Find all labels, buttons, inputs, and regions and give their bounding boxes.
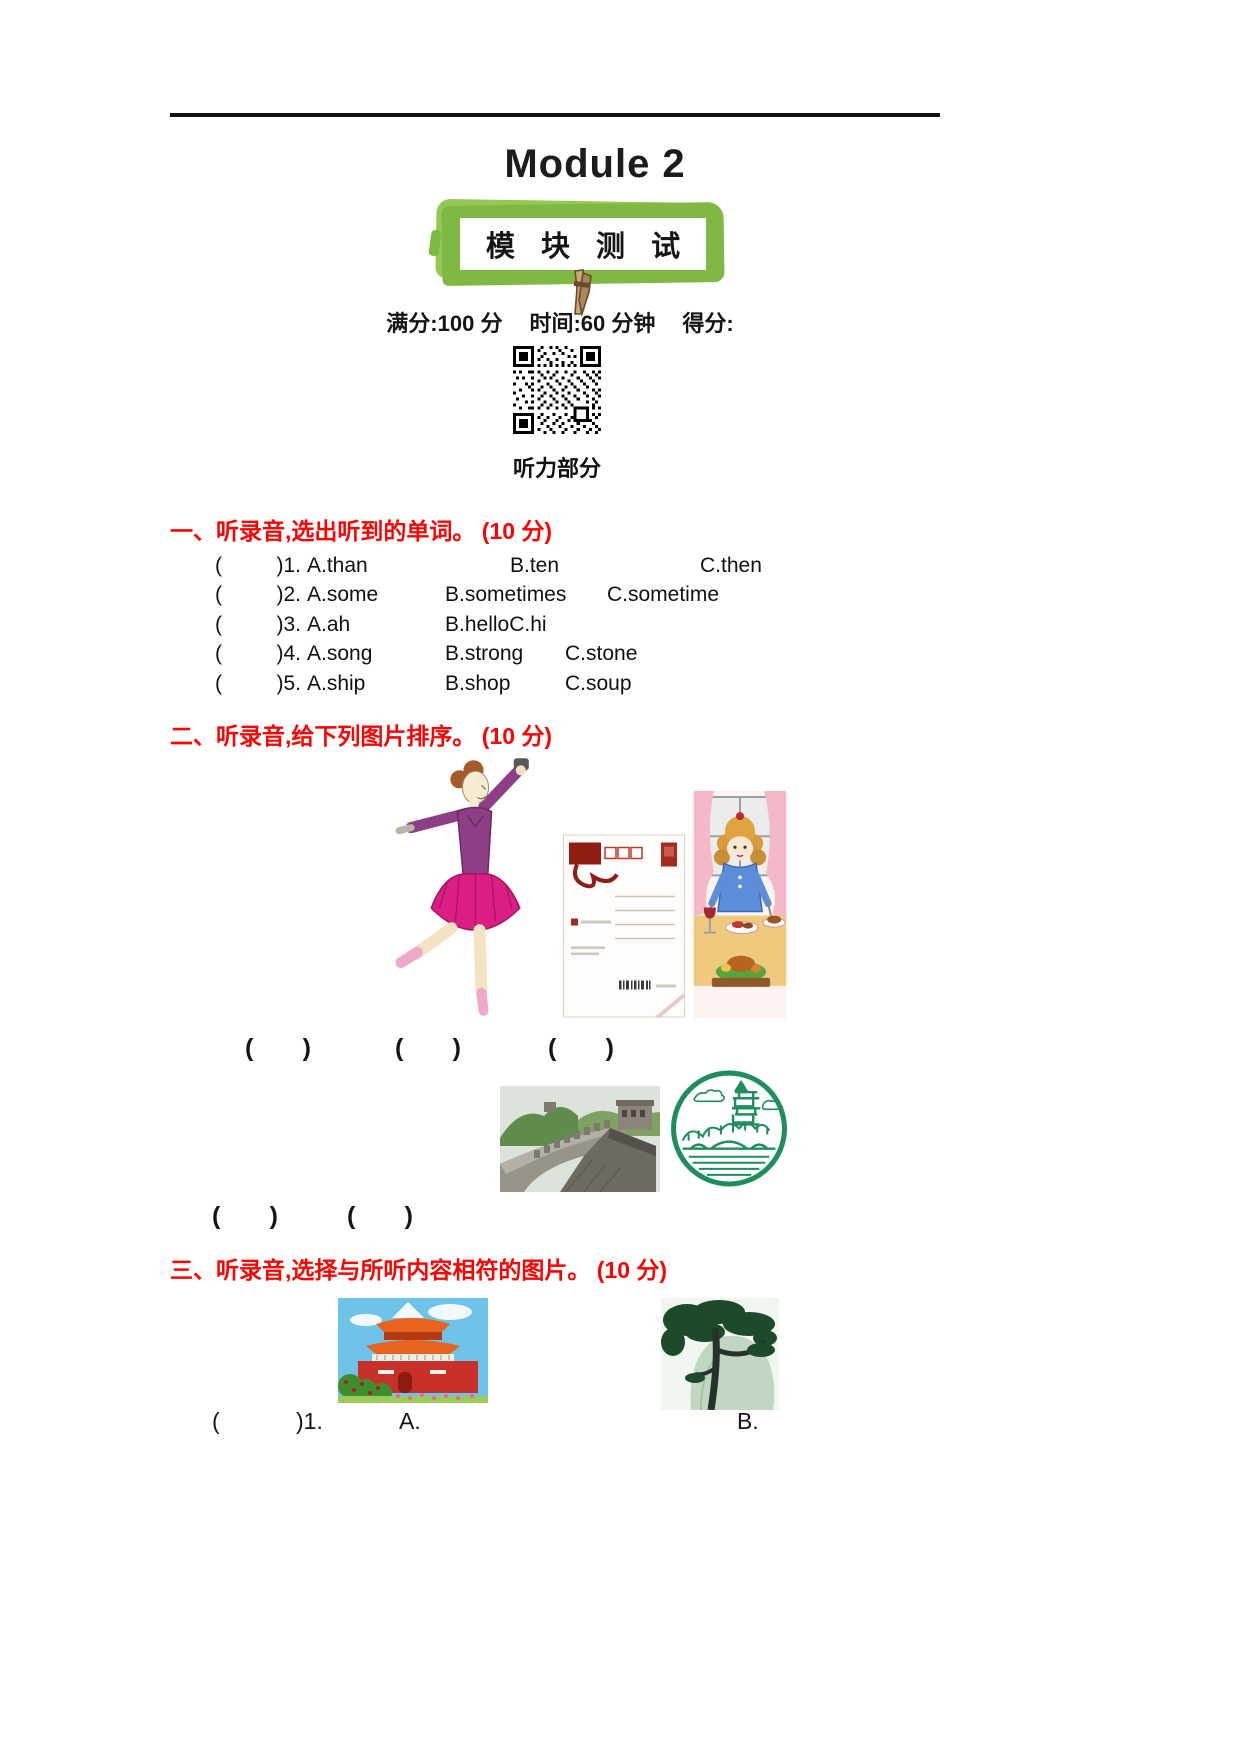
green-city-emblem-image	[671, 1070, 787, 1187]
top-divider	[170, 113, 940, 117]
banner-label: 模 块 测 试	[485, 231, 690, 263]
question-number: )4.	[276, 642, 301, 666]
option-b: B.ten	[510, 553, 560, 577]
option-a: A.some	[307, 583, 379, 607]
girl-eating-dinner-image	[693, 791, 787, 1018]
order-blank-2: ()	[395, 1034, 461, 1062]
answer-blank: (	[215, 553, 222, 577]
section-two-heading: 二、听录音,给下列图片排序。 (10 分)	[170, 723, 553, 749]
option-c: C.stone	[565, 642, 638, 666]
option-a: A.ship	[307, 671, 366, 695]
section-three-heading: 三、听录音,选择与所听内容相符的图片。 (10 分)	[170, 1257, 668, 1283]
option-a-label: A.	[399, 1408, 421, 1434]
question-number: )3.	[276, 612, 301, 636]
answer-blank: (	[215, 671, 222, 695]
clothespin-icon	[573, 269, 592, 318]
banner-inner-frame: 模 块 测 试	[458, 216, 708, 272]
answer-blank: (	[215, 642, 222, 666]
option-a: A.song	[307, 642, 373, 666]
postcard-image	[563, 834, 685, 1018]
great-wall-image	[500, 1086, 660, 1192]
question-row-1: ( )1. A.than B.ten C.then	[215, 551, 835, 581]
order-blank-5: ()	[347, 1202, 413, 1230]
question-row-2: ( )2. A.some B.sometimes C.sometime	[215, 581, 835, 611]
option-a: A.ah	[307, 612, 351, 636]
option-b: B.strong	[445, 642, 524, 666]
full-score-label: 满分:100 分	[386, 311, 503, 336]
question-number: )2.	[276, 583, 301, 607]
page-title: Module 2	[504, 142, 686, 186]
listening-part-title: 听力部分	[512, 456, 601, 481]
option-c: C.sometime	[607, 583, 720, 607]
order-blank-3: ()	[548, 1034, 614, 1062]
qr-code	[513, 346, 601, 434]
question-row-5: ( )5. A.ship B.shop C.soup	[215, 669, 835, 699]
exam-meta: 满分:100 分 时间:60 分钟 得分:	[170, 306, 950, 338]
module-test-banner: 模 块 测 试	[428, 198, 725, 286]
score-label: 得分:	[682, 311, 734, 336]
option-c: C.soup	[565, 671, 632, 695]
question-row-4: ( )4. A.song B.strong C.stone	[215, 640, 835, 670]
option-c: C.then	[700, 553, 762, 577]
question-number: )1.	[296, 1408, 323, 1434]
answer-blank-open: (	[212, 1408, 220, 1434]
option-b: B.sometimes	[445, 583, 567, 607]
answer-blank: (	[215, 583, 222, 607]
question-row-3: ( )3. A.ah B.helloC.hi	[215, 610, 835, 640]
ballet-dancer-image	[395, 758, 529, 1016]
option-a: A.than	[307, 553, 368, 577]
order-blank-4: ()	[212, 1202, 278, 1230]
question-number: )5.	[276, 671, 301, 695]
question-number: )1.	[276, 553, 301, 577]
option-b: B.shop	[445, 671, 511, 695]
order-blank-1: ()	[245, 1034, 311, 1062]
option-b-label: B.	[737, 1408, 759, 1434]
section-one-heading: 一、听录音,选出听到的单词。 (10 分)	[170, 518, 553, 544]
answer-blank: (	[215, 612, 222, 636]
option-b: B.helloC.hi	[445, 612, 547, 636]
tiananmen-gate-image	[338, 1298, 488, 1403]
section-one-items: ( )1. A.than B.ten C.then ( )2. A.some B.s…	[215, 551, 835, 699]
time-label: 时间:60 分钟	[529, 311, 656, 336]
pine-tree-image	[661, 1298, 779, 1410]
